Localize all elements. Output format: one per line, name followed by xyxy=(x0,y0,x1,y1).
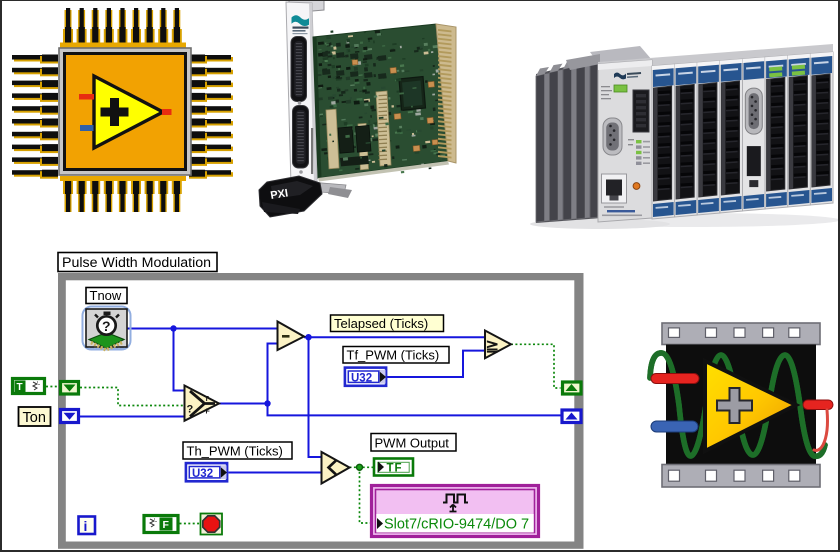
svg-text:≧: ≧ xyxy=(486,338,499,355)
svg-text:Th_PWM (Ticks): Th_PWM (Ticks) xyxy=(187,444,283,459)
svg-text:Slot7/cRIO-9474/DO 7: Slot7/cRIO-9474/DO 7 xyxy=(384,517,529,533)
svg-text:U32: U32 xyxy=(351,372,372,384)
svg-text:TF: TF xyxy=(387,463,403,475)
svg-text:Telapsed (Ticks): Telapsed (Ticks) xyxy=(334,316,428,331)
svg-text:PWM Output: PWM Output xyxy=(375,436,450,451)
svg-text:U32: U32 xyxy=(192,468,213,480)
svg-text:T: T xyxy=(205,396,210,403)
svg-text:F: F xyxy=(163,519,170,531)
svg-text:PXI: PXI xyxy=(270,187,289,202)
svg-text:?: ? xyxy=(187,404,194,416)
svg-text:?: ? xyxy=(102,318,111,334)
svg-text:Pulse Width Modulation: Pulse Width Modulation xyxy=(62,255,211,271)
svg-text:Tnow: Tnow xyxy=(90,288,122,303)
svg-text:Tf_PWM (Ticks): Tf_PWM (Ticks) xyxy=(347,348,440,363)
svg-text:T: T xyxy=(17,382,23,393)
svg-text:F: F xyxy=(206,409,211,416)
svg-text:i: i xyxy=(84,518,88,534)
svg-text:Ton: Ton xyxy=(23,410,46,426)
